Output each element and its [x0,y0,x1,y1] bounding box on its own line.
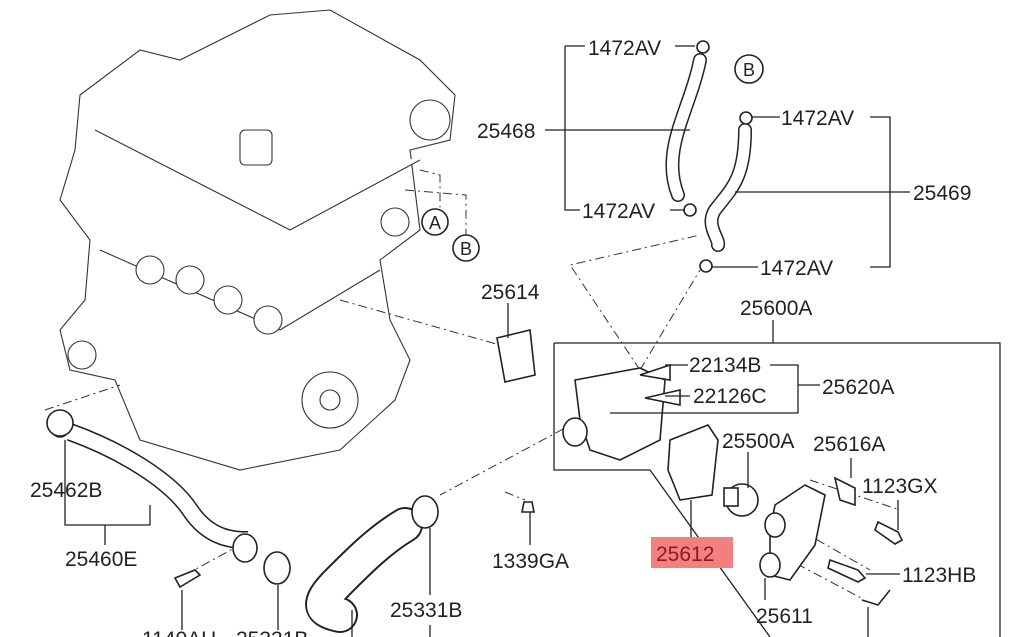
label-25620a[interactable]: 25620A [822,376,894,399]
gasket-25614 [496,329,536,383]
label-25500a[interactable]: 25500A [722,430,794,453]
ref-a: A [429,213,441,233]
label-22134b[interactable]: 22134B [689,354,761,377]
clamp-25331b-right [411,495,439,529]
bracket-25616a [833,476,856,507]
label-25331b-left[interactable]: 25331B [236,628,308,637]
highlight-box-25612 [651,537,733,568]
water-inlet-25611 [759,484,826,581]
thermostat-housing [562,363,681,461]
hose-25468 [665,53,707,202]
label-25616a[interactable]: 25616A [813,433,885,456]
label-22126c[interactable]: 22126C [693,385,767,408]
bolt-1123hb [827,558,867,583]
leader-lines [64,45,1001,637]
hose-25469 [704,123,752,252]
gasket-25612 [667,424,719,501]
label-1472av-top[interactable]: 1472AV [588,37,661,60]
ref-b: B [460,239,472,259]
label-1123hb[interactable]: 1123HB [902,564,976,587]
ref-circle-a: A [421,208,449,236]
bolt-1123gx [874,520,904,545]
label-1472av-left[interactable]: 1472AV [582,200,655,223]
o-ring-25462b [46,409,74,437]
ref-circle-b-top: B [734,54,764,84]
nut-1339ga [521,501,535,513]
label-25460e[interactable]: 25460E [65,548,137,571]
thermostat-25500a [723,483,759,517]
hose-25331b [305,507,423,633]
hose-clamps [683,40,753,273]
label-1472av-bottom[interactable]: 1472AV [760,257,833,280]
label-1339ga[interactable]: 1339GA [492,550,569,573]
engine-block-drawing [59,9,456,471]
ref-b-top: B [743,60,755,80]
label-25600a[interactable]: 25600A [740,297,812,320]
label-1140ah[interactable]: 1140AH [142,628,216,637]
label-1123gx[interactable]: 1123GX [862,475,938,498]
label-25612-highlighted[interactable]: 25612 [656,543,714,566]
bracket-lower [861,589,891,606]
label-25331b-right[interactable]: 25331B [390,599,462,622]
label-1472av-right[interactable]: 1472AV [781,107,854,130]
clamp-25331b-left [263,551,291,585]
ref-circle-b: B [452,234,480,262]
label-25469[interactable]: 25469 [913,182,971,205]
label-25462b[interactable]: 25462B [30,479,102,502]
label-25468[interactable]: 25468 [477,120,535,143]
label-25614[interactable]: 25614 [481,281,540,304]
bolt-1140ah [173,569,202,589]
label-25611[interactable]: 25611 [756,605,813,628]
hose-end-25460e [232,533,258,563]
